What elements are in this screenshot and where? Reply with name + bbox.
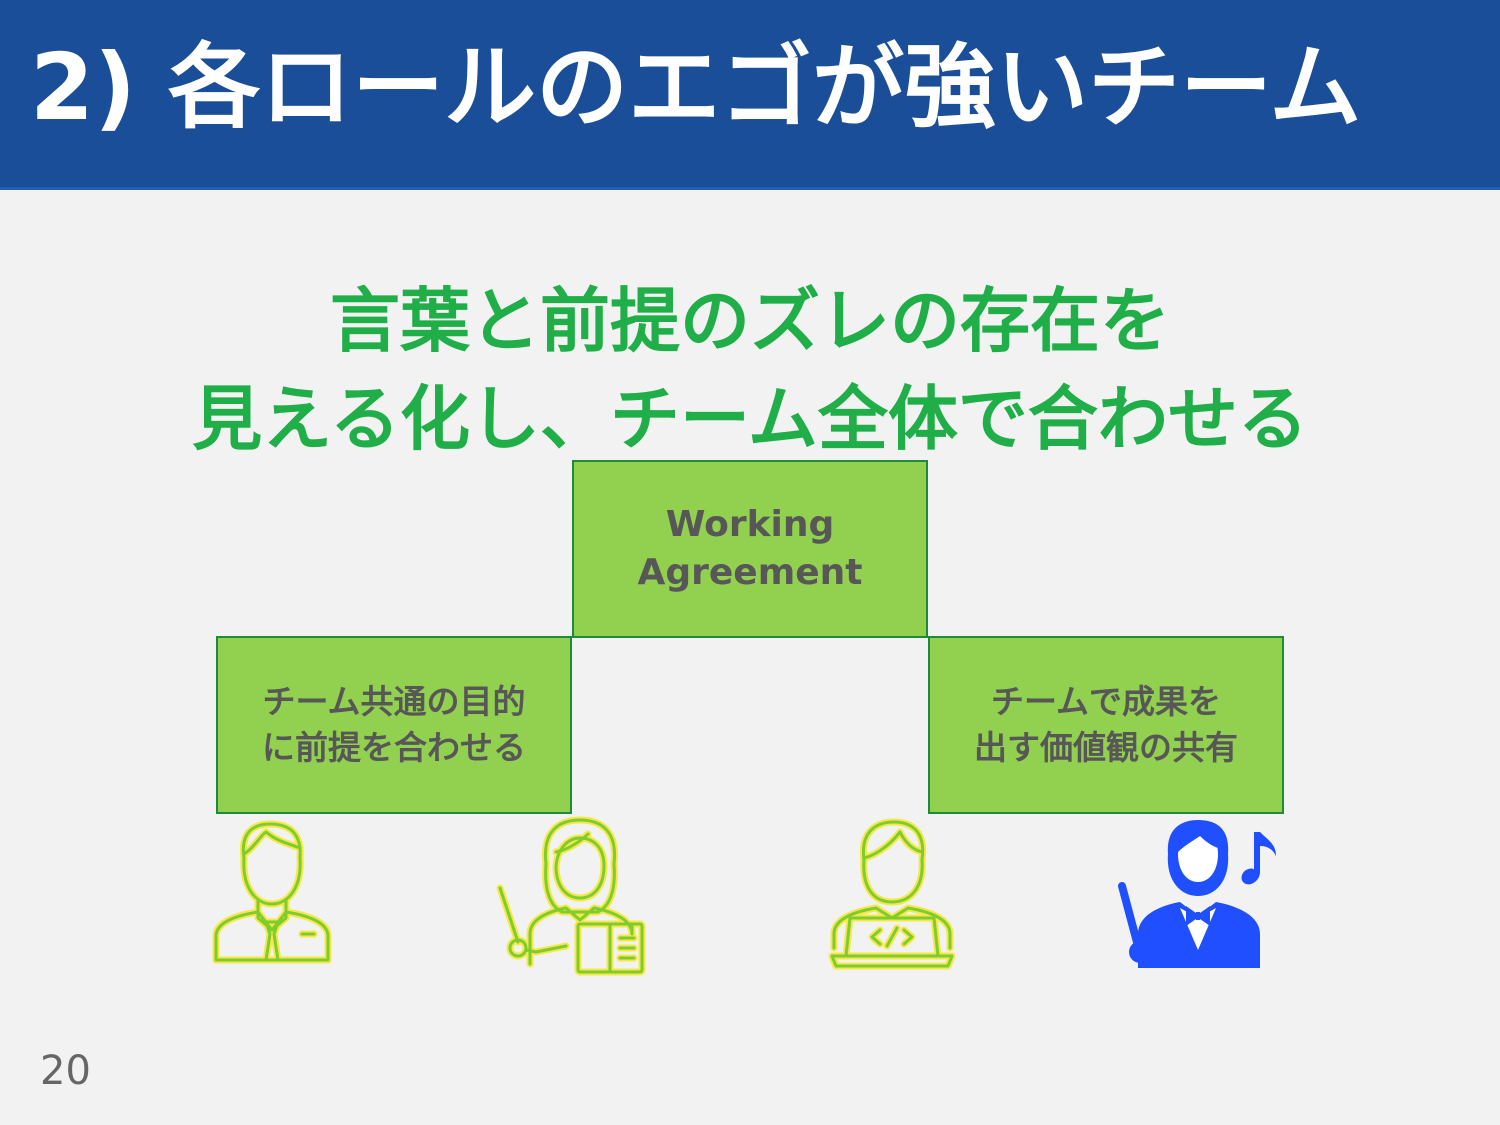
shared-values-line2: 出す価値観の共有: [974, 728, 1238, 767]
key-message-line2: 見える化し、チーム全体で合わせる: [192, 378, 1308, 460]
shared-values-line1: チームで成果を: [990, 682, 1221, 721]
working-agreement-box: Working Agreement: [572, 460, 928, 638]
working-agreement-line1: Working: [665, 504, 835, 545]
shared-purpose-box: チーム共通の目的 に前提を合わせる: [216, 636, 572, 814]
shared-purpose-line2: に前提を合わせる: [262, 728, 526, 767]
conductor-icon: [1118, 820, 1276, 968]
working-agreement-line2: Agreement: [637, 552, 863, 593]
teacher-icon: [496, 816, 646, 976]
shared-values-box: チームで成果を 出す価値観の共有: [928, 636, 1284, 814]
key-message-line1: 言葉と前提のズレの存在を: [330, 280, 1170, 362]
slide-title: 2) 各ロールのエゴが強いチーム: [30, 34, 1362, 141]
title-bar: 2) 各ロールのエゴが強いチーム: [0, 0, 1500, 190]
businessman-icon: [212, 820, 332, 964]
page-number: 20: [40, 1048, 91, 1094]
shared-purpose-line1: チーム共通の目的: [262, 682, 526, 721]
developer-icon: [828, 818, 956, 970]
